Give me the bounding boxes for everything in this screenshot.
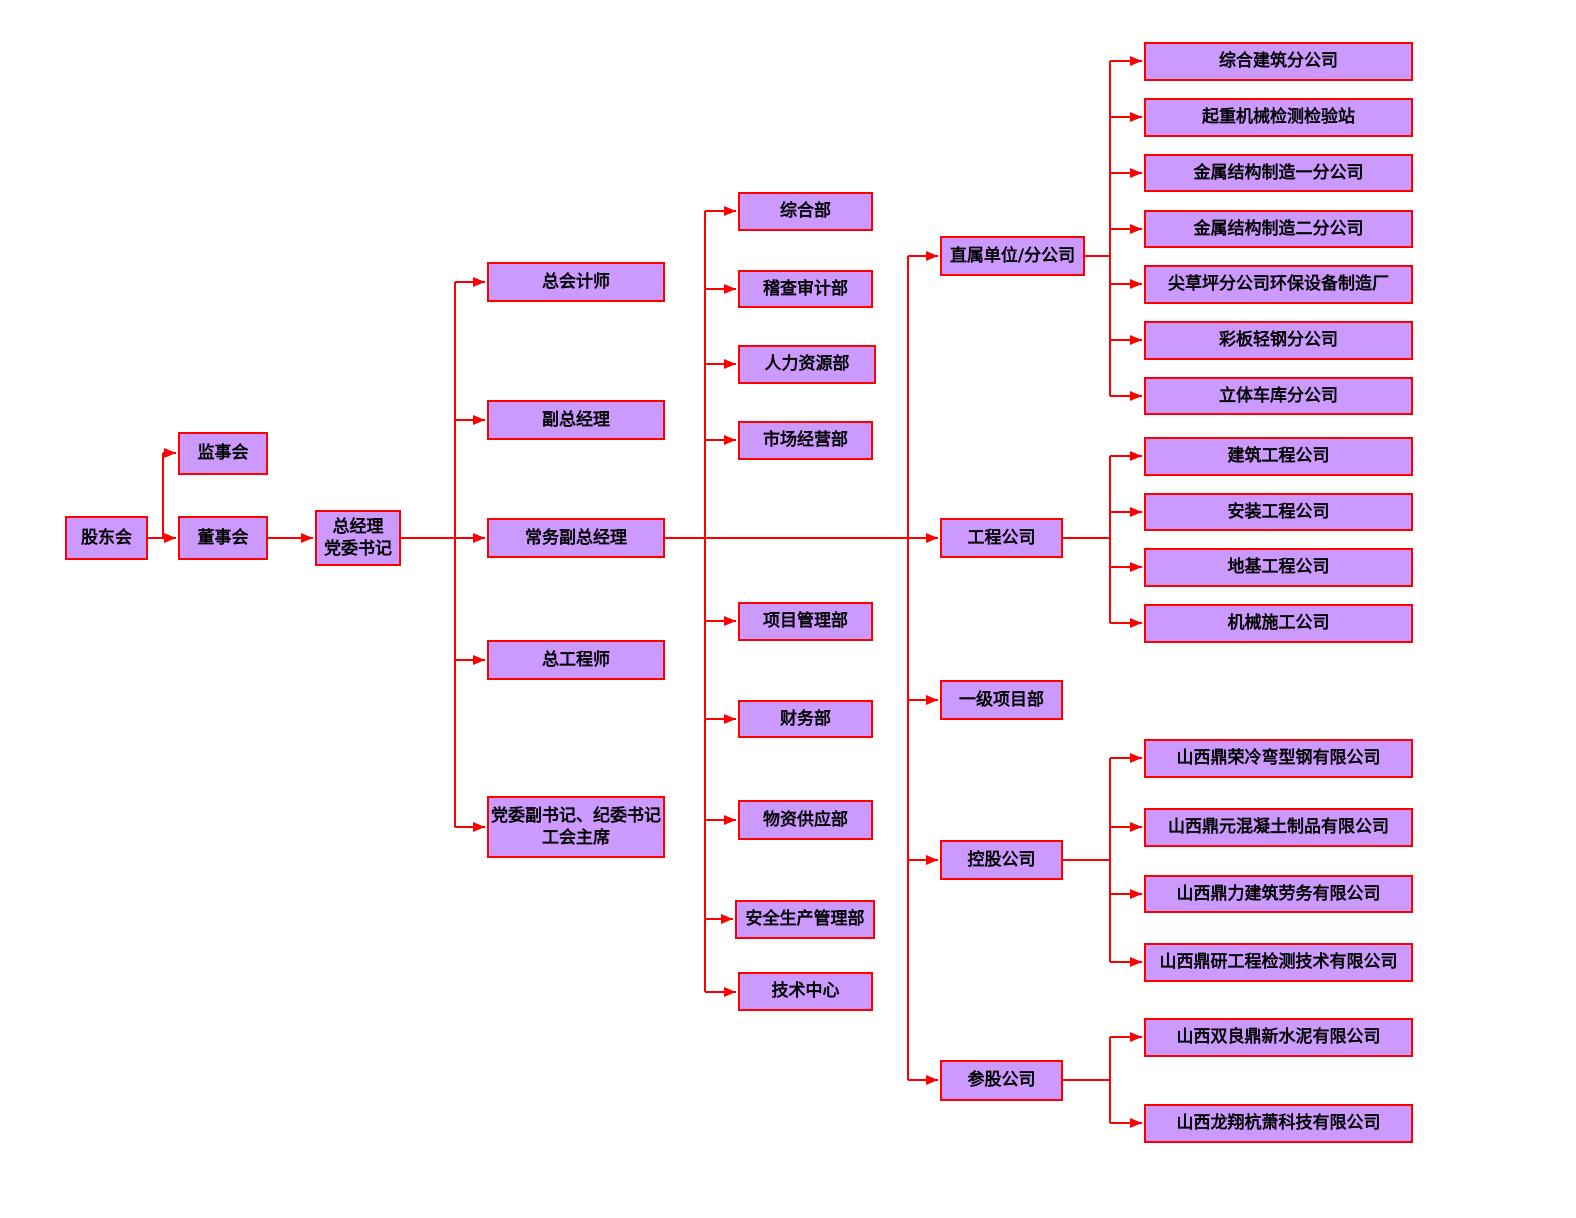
org-node-label: 立体车库分公司 bbox=[1219, 385, 1338, 406]
org-node-chief-accountant: 总会计师 bbox=[487, 262, 665, 302]
org-node-engineering-company: 工程公司 bbox=[940, 518, 1063, 558]
org-node-label: 总工程师 bbox=[542, 649, 610, 670]
org-node-pc1: 山西双良鼎新水泥有限公司 bbox=[1144, 1018, 1413, 1057]
org-node-du5: 尖草坪分公司环保设备制造厂 bbox=[1144, 265, 1413, 304]
org-node-label: 机械施工公司 bbox=[1227, 613, 1330, 634]
org-node-label: 山西鼎研工程检测技术有限公司 bbox=[1159, 952, 1398, 973]
org-node-hr-dept: 人力资源部 bbox=[738, 345, 876, 384]
org-node-label: 项目管理部 bbox=[763, 611, 848, 632]
edges-holding-companies bbox=[1063, 753, 1142, 967]
org-node-label: 直属单位/分公司 bbox=[949, 245, 1076, 266]
org-node-hc4: 山西鼎研工程检测技术有限公司 bbox=[1144, 943, 1413, 982]
org-node-label: 工会主席 bbox=[542, 828, 610, 848]
org-node-label: 综合建筑分公司 bbox=[1219, 51, 1338, 72]
org-node-label: 党委书记 bbox=[324, 539, 392, 559]
org-node-label: 总经理 bbox=[332, 516, 384, 537]
edges-direct-units bbox=[1085, 56, 1142, 401]
org-node-du6: 彩板轻钢分公司 bbox=[1144, 321, 1413, 360]
org-node-general-office: 综合部 bbox=[738, 192, 873, 231]
org-node-label: 财务部 bbox=[780, 708, 831, 729]
org-node-du1: 综合建筑分公司 bbox=[1144, 42, 1413, 81]
org-node-du3: 金属结构制造一分公司 bbox=[1144, 154, 1413, 192]
org-node-label: 金属结构制造二分公司 bbox=[1193, 218, 1364, 239]
org-node-du7: 立体车库分公司 bbox=[1144, 377, 1413, 415]
org-node-label: 工程公司 bbox=[967, 527, 1036, 548]
org-node-label: 山西鼎力建筑劳务有限公司 bbox=[1176, 883, 1381, 904]
edges-exec-deputy-gm-departments bbox=[665, 206, 908, 997]
org-node-label: 副总经理 bbox=[542, 409, 610, 430]
org-node-material-supply-dept: 物资供应部 bbox=[738, 800, 873, 840]
org-node-audit-dept: 稽查审计部 bbox=[738, 270, 873, 308]
edges-participating-companies bbox=[1063, 1032, 1142, 1128]
org-node-supervisory-board: 监事会 bbox=[178, 432, 268, 475]
org-node-executive-deputy-gm: 常务副总经理 bbox=[487, 518, 665, 558]
org-node-direct-units: 直属单位/分公司 bbox=[940, 236, 1085, 276]
org-node-label: 监事会 bbox=[197, 443, 249, 464]
edges-general-manager bbox=[401, 277, 485, 832]
org-node-label: 尖草坪分公司环保设备制造厂 bbox=[1168, 274, 1389, 295]
org-node-participating-companies: 参股公司 bbox=[940, 1060, 1063, 1101]
org-node-label: 山西双良鼎新水泥有限公司 bbox=[1176, 1027, 1381, 1048]
org-node-label: 物资供应部 bbox=[763, 809, 848, 830]
org-node-ec3: 地基工程公司 bbox=[1144, 548, 1413, 587]
org-node-finance-dept: 财务部 bbox=[738, 700, 873, 738]
org-node-tech-center: 技术中心 bbox=[738, 972, 873, 1011]
org-node-label: 安全生产管理部 bbox=[745, 909, 865, 930]
edges-shareholders bbox=[148, 448, 176, 543]
org-node-label: 总会计师 bbox=[542, 271, 610, 292]
org-node-safety-mgmt-dept: 安全生产管理部 bbox=[735, 900, 875, 939]
org-node-label: 控股公司 bbox=[967, 849, 1036, 870]
org-node-label: 起重机械检测检验站 bbox=[1202, 107, 1355, 128]
org-node-du4: 金属结构制造二分公司 bbox=[1144, 210, 1413, 248]
org-node-marketing-dept: 市场经营部 bbox=[738, 421, 873, 460]
org-node-general-manager: 总经理 党委书记 bbox=[315, 510, 401, 566]
org-node-du2: 起重机械检测检验站 bbox=[1144, 98, 1413, 137]
org-node-label: 彩板轻钢分公司 bbox=[1219, 330, 1338, 351]
org-node-ec2: 安装工程公司 bbox=[1144, 493, 1413, 531]
org-node-pc2: 山西龙翔杭萧科技有限公司 bbox=[1144, 1104, 1413, 1143]
org-node-label: 山西龙翔杭萧科技有限公司 bbox=[1176, 1113, 1381, 1134]
org-node-label: 综合部 bbox=[780, 201, 831, 222]
org-node-hc1: 山西鼎荣冷弯型钢有限公司 bbox=[1144, 739, 1413, 778]
org-node-label: 参股公司 bbox=[967, 1070, 1036, 1091]
org-node-holding-companies: 控股公司 bbox=[940, 840, 1063, 880]
org-node-label: 稽查审计部 bbox=[763, 278, 848, 299]
org-node-ec1: 建筑工程公司 bbox=[1144, 437, 1413, 476]
org-node-hc2: 山西鼎元混凝土制品有限公司 bbox=[1144, 808, 1413, 847]
org-node-project-mgmt-dept: 项目管理部 bbox=[738, 602, 873, 641]
org-node-label: 建筑工程公司 bbox=[1227, 446, 1330, 467]
org-node-board-of-directors: 董事会 bbox=[178, 516, 268, 560]
org-node-label: 股东会 bbox=[81, 527, 132, 548]
org-node-label: 地基工程公司 bbox=[1227, 557, 1330, 578]
org-node-shareholders: 股东会 bbox=[65, 516, 148, 560]
edges-engineering-company bbox=[1063, 451, 1142, 628]
org-node-chief-engineer: 总工程师 bbox=[487, 640, 665, 680]
org-node-label: 山西鼎元混凝土制品有限公司 bbox=[1168, 817, 1389, 838]
org-node-label: 人力资源部 bbox=[764, 354, 850, 375]
org-node-label: 市场经营部 bbox=[763, 430, 848, 451]
edges-exec-deputy-gm-branches bbox=[907, 251, 938, 1085]
org-node-deputy-general-manager: 副总经理 bbox=[487, 400, 665, 440]
org-node-level1-project-dept: 一级项目部 bbox=[940, 680, 1063, 720]
org-node-label: 董事会 bbox=[197, 527, 249, 548]
org-node-label: 技术中心 bbox=[771, 981, 840, 1002]
org-node-label: 山西鼎荣冷弯型钢有限公司 bbox=[1176, 748, 1381, 769]
org-node-label: 安装工程公司 bbox=[1227, 501, 1330, 522]
org-node-label: 金属结构制造一分公司 bbox=[1193, 162, 1364, 183]
org-node-party-deputy-secretary: 党委副书记、纪委书记 工会主席 bbox=[487, 796, 665, 858]
org-node-label: 常务副总经理 bbox=[525, 527, 627, 548]
org-node-ec4: 机械施工公司 bbox=[1144, 604, 1413, 643]
org-node-label: 党委副书记、纪委书记 bbox=[491, 805, 661, 826]
org-node-hc3: 山西鼎力建筑劳务有限公司 bbox=[1144, 875, 1413, 913]
org-node-label: 一级项目部 bbox=[959, 689, 1044, 710]
